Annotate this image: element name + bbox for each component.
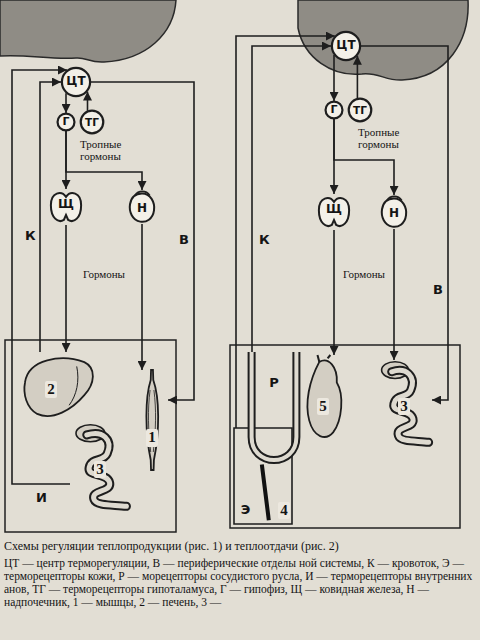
muscle-organ-outline: [136, 370, 168, 470]
callout-number: 2: [45, 381, 57, 398]
center-circle: ЦТ: [331, 31, 361, 61]
liver-organ-outline: [22, 352, 98, 424]
node-label: ЦТ: [66, 75, 85, 89]
figure-caption: Схемы регуляции теплопродукции (рис. 1) …: [4, 539, 476, 553]
nerve-connector: [12, 70, 70, 484]
skin-box: Э4: [234, 428, 292, 524]
liver-organ: 2: [22, 352, 98, 424]
node-label: Г: [62, 116, 69, 129]
vessel-loop: Р: [246, 352, 302, 470]
pituitary-circle: Г: [325, 101, 343, 119]
node-label: Р: [269, 376, 279, 391]
callout-number: 3: [398, 398, 410, 415]
node-label: ТГ: [85, 116, 99, 128]
thyroid-gland: Щ: [48, 189, 84, 225]
nerve-connector: [65, 225, 67, 352]
hormone-note: Тропные гормоны: [358, 126, 412, 150]
brain-outline: [0, 0, 176, 62]
nerve-connector: [393, 229, 395, 360]
organ-frame: [230, 345, 460, 528]
receptor-circle: ТГ: [80, 110, 104, 134]
center-circle: ЦТ: [61, 67, 91, 97]
hormone-note: Гормоны: [343, 268, 385, 281]
receptor-letter: И: [36, 490, 47, 505]
nerve-connector: [141, 224, 143, 370]
node-label: Щ: [58, 198, 74, 212]
nerve-connector: [361, 46, 448, 400]
pituitary-circle: Г: [57, 113, 75, 131]
node-label: Г: [330, 104, 337, 117]
organ-frame: [5, 340, 176, 532]
nerve-connector: [91, 82, 194, 400]
node-label: Н: [137, 202, 147, 216]
callout-number: 4: [278, 502, 290, 519]
node-label: ЦТ: [336, 39, 355, 53]
node-label: Н: [389, 207, 399, 221]
nerve-connector: [333, 55, 335, 101]
nerve-connector: [333, 230, 335, 355]
thyroid-gland: Щ: [316, 194, 352, 230]
vessel-loop-outline: [246, 352, 302, 470]
brain-outline: [298, 0, 468, 80]
legend-text: ЦТ — центр терморегуляции, В — периферич…: [4, 557, 476, 609]
heart-organ: 5: [300, 355, 346, 441]
edge-label: В: [178, 232, 190, 247]
nerve-connector: [87, 92, 89, 111]
nerve-connector: [65, 93, 67, 113]
nerve-connector: [66, 131, 142, 190]
muscle-organ: 1: [136, 370, 168, 470]
node-label: Э: [241, 503, 251, 518]
nerve-connector: [357, 56, 359, 99]
adrenal-gland: Н: [379, 195, 409, 229]
intestine-organ: 3: [70, 423, 130, 508]
node-label: Щ: [326, 203, 342, 217]
edge-label: В: [432, 282, 444, 297]
callout-number: 3: [94, 461, 106, 478]
edge-label: К: [258, 232, 271, 247]
intestine-organ: 3: [376, 360, 432, 444]
adrenal-gland: Н: [127, 190, 157, 224]
node-label: ТГ: [353, 104, 367, 116]
nerve-connector: [252, 46, 331, 352]
callout-number: 1: [146, 429, 158, 446]
callout-number: 5: [317, 398, 329, 415]
hormone-note: Тропные гормоны: [80, 138, 134, 162]
receptor-circle: ТГ: [348, 98, 372, 122]
hormone-note: Гормоны: [83, 268, 125, 281]
edge-label: К: [24, 228, 37, 243]
